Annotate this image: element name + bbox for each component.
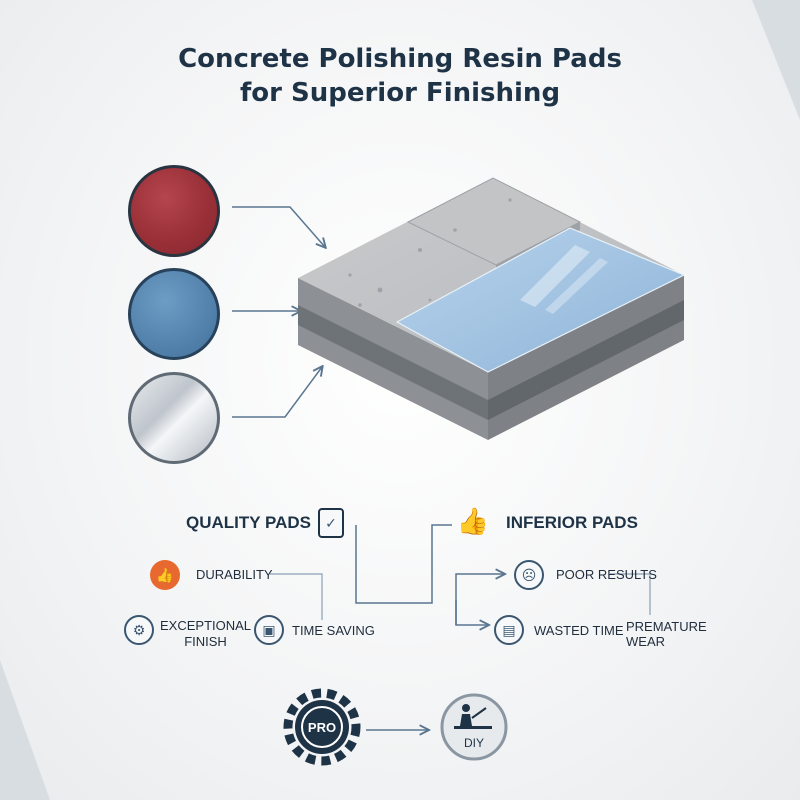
diy-icon bbox=[440, 693, 508, 761]
page-title: Concrete Polishing Resin Pads for Superi… bbox=[0, 42, 800, 110]
arrow-red-to-slab bbox=[232, 206, 325, 247]
red-resin-pad bbox=[128, 165, 220, 257]
exceptional-finish-label: EXCEPTIONAL FINISH bbox=[160, 618, 251, 650]
inferior-pads-heading: INFERIOR PADS bbox=[506, 513, 638, 532]
clipboard-check-icon: ✓ bbox=[318, 508, 344, 538]
inferior-arrow-poor bbox=[455, 574, 504, 625]
premature-wear-line-1: PREMATURE bbox=[626, 619, 707, 634]
document-icon: ▤ bbox=[494, 615, 524, 645]
inferior-arrow-wasted bbox=[455, 600, 488, 625]
poor-results-label: POOR RESULTS bbox=[556, 567, 657, 582]
durability-label: DURABILITY bbox=[196, 567, 273, 582]
diy-label: DIY bbox=[463, 736, 484, 750]
quality-pads-heading: QUALITY PADS bbox=[186, 513, 311, 532]
title-line-1: Concrete Polishing Resin Pads bbox=[178, 44, 622, 74]
inferior-bracket-line bbox=[610, 573, 651, 615]
time-saving-label: TIME SAVING bbox=[292, 623, 375, 638]
title-line-2: for Superior Finishing bbox=[239, 78, 561, 108]
exceptional-finish-line-2: FINISH bbox=[184, 634, 227, 649]
thumbs-up-icon: 👍 bbox=[456, 505, 490, 536]
comparison-connector-line bbox=[355, 524, 452, 604]
corner-decoration-bottom-left bbox=[0, 660, 50, 800]
silver-resin-pad bbox=[128, 372, 220, 464]
gear-badge-icon: ⚙ bbox=[124, 615, 154, 645]
pro-gear-icon bbox=[283, 688, 361, 766]
box-icon: ▣ bbox=[254, 615, 284, 645]
exceptional-finish-line-1: EXCEPTIONAL bbox=[160, 618, 252, 633]
concrete-slab-illustration bbox=[298, 177, 686, 440]
pro-label: PRO bbox=[307, 720, 337, 735]
premature-wear-line-2: WEAR bbox=[626, 634, 665, 649]
arrow-silver-to-slab bbox=[232, 367, 322, 418]
sad-face-icon: ☹ bbox=[514, 560, 544, 590]
corner-decoration-top-right bbox=[752, 0, 800, 120]
quality-bracket-line bbox=[270, 573, 323, 620]
thumbs-up-icon: 👍 bbox=[150, 560, 180, 590]
premature-wear-label: PREMATURE WEAR bbox=[626, 619, 707, 649]
blue-resin-pad bbox=[128, 268, 220, 360]
wasted-time-label: WASTED TIME bbox=[534, 623, 624, 638]
